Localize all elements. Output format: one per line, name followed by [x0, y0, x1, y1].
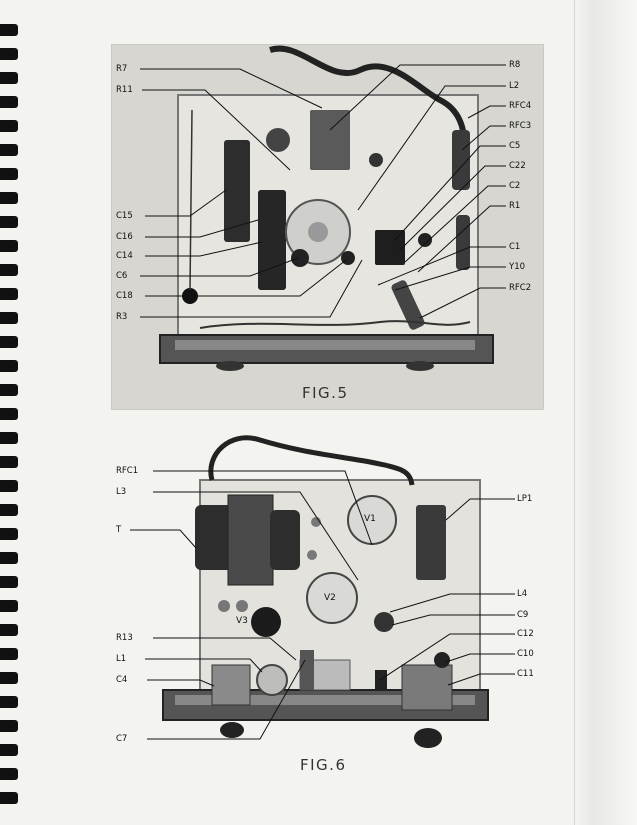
fig6-label-l4: L4: [517, 589, 528, 599]
transformer-t: [195, 505, 235, 570]
fig6-caption: FIG.6: [300, 756, 347, 774]
fig6-label-r13: R13: [116, 633, 133, 643]
coil-rfc3: [452, 130, 470, 190]
fig5-label-c14: C14: [116, 251, 133, 261]
fig6-label-l1: L1: [116, 654, 127, 664]
page-edge: [574, 0, 637, 825]
fig5-label-c6: C6: [116, 271, 128, 281]
tube-label-v2: V2: [324, 593, 336, 603]
fig6-label-l3: L3: [116, 487, 127, 497]
fig5-label-r7: R7: [116, 64, 128, 74]
fig5-label-c22: C22: [509, 161, 526, 171]
fig5-label-c16: C16: [116, 232, 133, 242]
fig5-label-r3: R3: [116, 312, 128, 322]
fig5-caption: FIG.5: [302, 384, 349, 402]
spiral-binding: [0, 0, 26, 825]
fig5-label-r8: R8: [509, 60, 521, 70]
fig6-label-c9: C9: [517, 610, 529, 620]
fig6-label-t: T: [116, 525, 122, 535]
fig6-label-c10: C10: [517, 649, 534, 659]
fig5-label-r11: R11: [116, 85, 133, 95]
lamp-lp1: [416, 505, 446, 580]
fig5-label-rfc3: RFC3: [509, 121, 532, 131]
transformer-core: [227, 494, 274, 586]
capacitor-c15: [224, 140, 250, 242]
fig5-label-c15: C15: [116, 211, 133, 221]
fig6-label-c4: C4: [116, 675, 128, 685]
tube-label-v1: V1: [364, 514, 376, 524]
fig6-label-c11: C11: [517, 669, 534, 679]
fig6-label-rfc1: RFC1: [116, 466, 139, 476]
fig5-label-l2: L2: [509, 81, 520, 91]
capacitor-c4: [211, 664, 251, 706]
fig5-label-y10: Y10: [509, 262, 526, 272]
capacitor-c16: [258, 190, 286, 290]
tube-v2: [306, 572, 358, 624]
tube-v3: [251, 607, 281, 637]
fig6-label-lp1: LP1: [517, 494, 533, 504]
fig5-label-r1: R1: [509, 201, 521, 211]
fig6-label-c12: C12: [517, 629, 534, 639]
fig5-label-c18: C18: [116, 291, 133, 301]
fig5-label-c1: C1: [509, 242, 521, 252]
fig5-label-c2: C2: [509, 181, 521, 191]
tube-label-v3: V3: [236, 616, 248, 626]
fig5-label-c5: C5: [509, 141, 521, 151]
coil-rfc2: [456, 215, 470, 270]
fig5-label-rfc2: RFC2: [509, 283, 532, 293]
fig5-label-rfc4: RFC4: [509, 101, 532, 111]
capacitor-c11: [401, 664, 453, 711]
fig6-label-c7: C7: [116, 734, 128, 744]
